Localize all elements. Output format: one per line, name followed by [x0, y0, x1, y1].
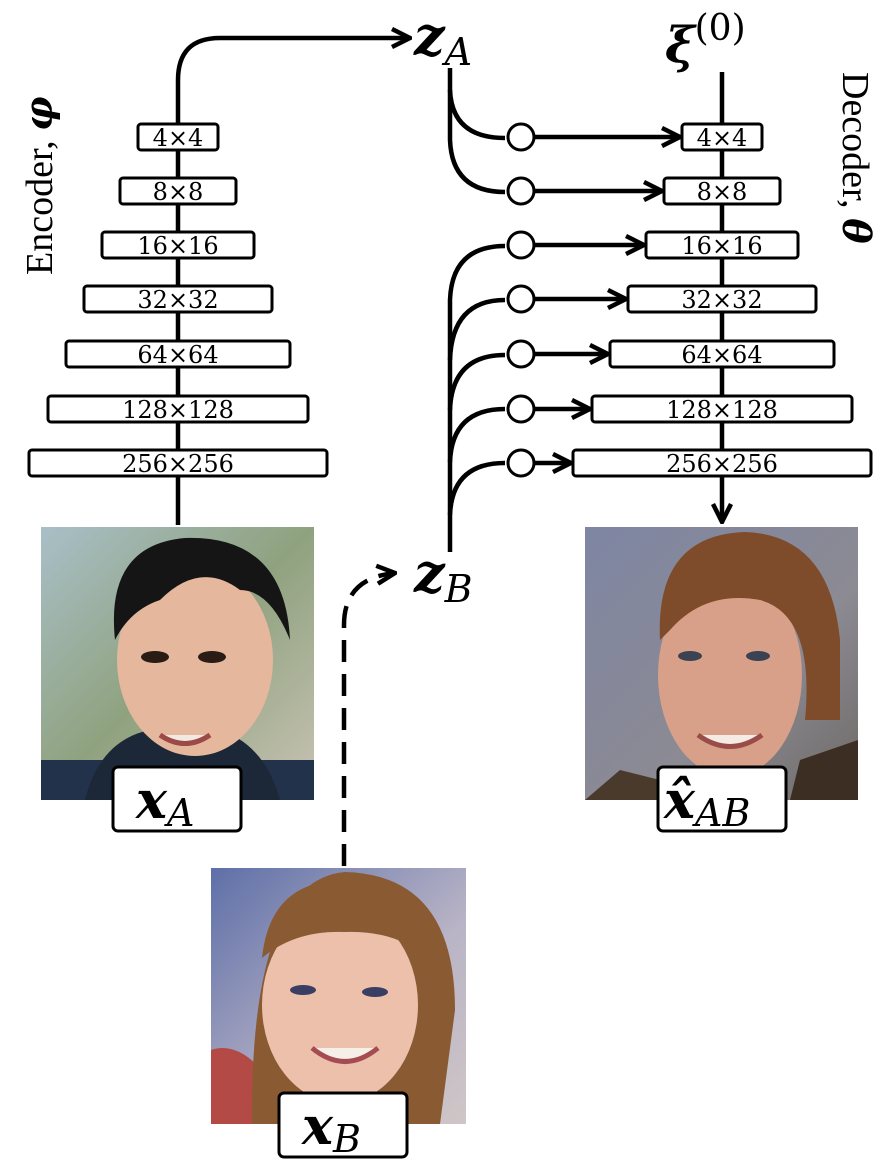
- encoder-label: Encoder, φ: [16, 97, 61, 275]
- modulation-node: [506, 230, 536, 260]
- encoder-block-label: 64×64: [137, 341, 218, 369]
- decoder-block-label: 8×8: [697, 178, 748, 206]
- encoder-blocks: 4×4 8×8 16×16 32×32 64×64 128×128 256×256: [27, 122, 329, 478]
- encoder-block-label: 4×4: [153, 124, 204, 152]
- xB-to-zB-dashed-arrow: [341, 573, 395, 866]
- decoder-block-3: 32×32: [626, 284, 818, 314]
- face-image-xB: [211, 868, 466, 1124]
- zB-branch-256x256: [447, 460, 506, 516]
- modulation-node: [506, 339, 536, 369]
- zB-label: zB: [413, 541, 473, 611]
- modulation-node: [506, 122, 536, 152]
- encoder-block-label: 32×32: [137, 286, 218, 314]
- encoder-to-zA-arrow: [175, 38, 410, 120]
- decoder-block-label: 32×32: [681, 286, 762, 314]
- encoder-block-3: 32×32: [82, 284, 274, 314]
- zA-branch-8x8: [447, 90, 506, 195]
- zB-branch-128x128: [447, 406, 506, 463]
- decoder-block-label: 16×16: [681, 232, 762, 260]
- decoder-block-2: 16×16: [644, 230, 800, 260]
- encoder-block-label: 16×16: [137, 232, 218, 260]
- xAB-label-box: x̂AB: [656, 765, 788, 835]
- encoder-block-label: 128×128: [122, 396, 234, 424]
- decoder-block-label: 4×4: [697, 124, 748, 152]
- face-image-xA: [41, 527, 314, 800]
- decoder-block-5: 128×128: [590, 394, 854, 424]
- xA-label-box: xA: [111, 765, 243, 835]
- modulation-node: [506, 448, 536, 478]
- decoder-label: Decoder, θ: [834, 72, 879, 244]
- svg-text:xB: xB: [301, 1096, 361, 1161]
- encoder-block-4: 64×64: [64, 339, 292, 369]
- encoder-block-6: 256×256: [27, 448, 329, 478]
- zB-branch-16x16: [447, 243, 506, 552]
- svg-text:x̂AB: x̂AB: [663, 770, 750, 835]
- decoder-blocks: 4×4 8×8 16×16 32×32 64×64 128×128 256×256: [571, 122, 873, 478]
- zA-label: zA: [413, 4, 472, 74]
- zB-branch-32x32: [447, 297, 506, 361]
- modulation-node: [506, 176, 536, 206]
- decoder-input-arrows: [535, 137, 680, 463]
- encoder-block-label: 256×256: [122, 450, 234, 478]
- xB-label-box: xB: [277, 1091, 409, 1161]
- decoder-block-6: 256×256: [571, 448, 873, 478]
- modulation-nodes: [506, 122, 536, 478]
- zB-branch-64x64: [447, 352, 506, 411]
- modulation-node: [506, 394, 536, 424]
- decoder-block-label: 64×64: [681, 341, 762, 369]
- decoder-block-label: 256×256: [666, 450, 778, 478]
- decoder-block-1: 8×8: [662, 176, 782, 206]
- decoder-block-4: 64×64: [608, 339, 836, 369]
- decoder-block-label: 128×128: [666, 396, 778, 424]
- modulation-node: [506, 284, 536, 314]
- svg-text:xA: xA: [135, 770, 194, 835]
- encoder-block-5: 128×128: [46, 394, 310, 424]
- encoder-block-0: 4×4: [136, 122, 220, 152]
- face-image-xAB: [585, 527, 858, 800]
- zA-branch-4x4: [447, 68, 506, 141]
- xi-label: ξ(0): [665, 8, 746, 74]
- encoder-block-label: 8×8: [153, 178, 204, 206]
- encoder-block-1: 8×8: [118, 176, 238, 206]
- decoder-block-0: 4×4: [680, 122, 764, 152]
- encoder-block-2: 16×16: [100, 230, 256, 260]
